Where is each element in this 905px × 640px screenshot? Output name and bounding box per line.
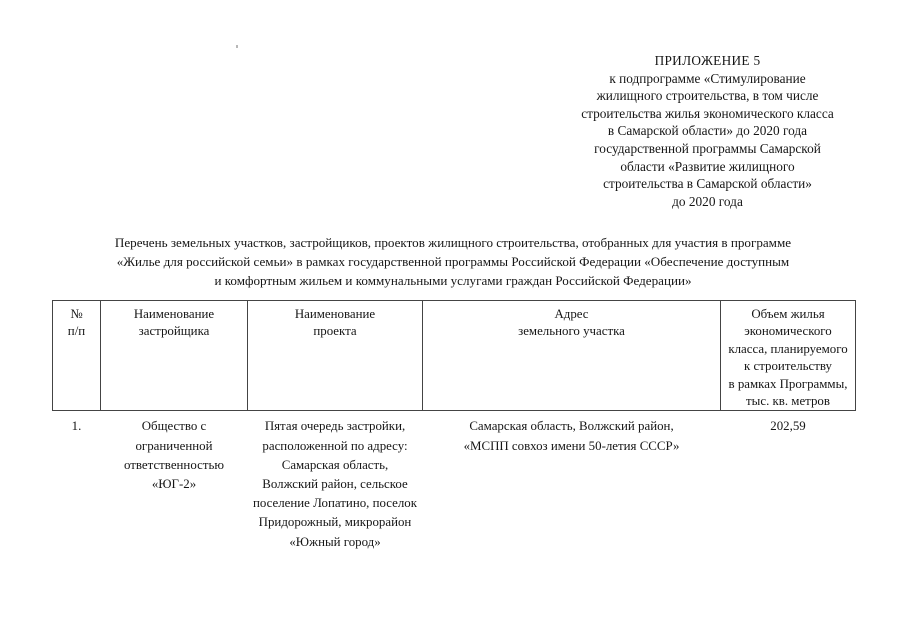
appendix-header-line-6: государственной программы Самарской [594,140,821,156]
intro-line-3: и комфортным жильем и коммунальными услу… [214,273,692,288]
intro-paragraph: Перечень земельных участков, застройщико… [48,233,858,290]
appendix-header: ПРИЛОЖЕНИЕ 5 к подпрограмме «Стимулирова… [545,52,870,210]
intro-line-2: «Жилье для российской семьи» в рамках го… [116,254,790,269]
cell-project: Пятая очередь застройки, расположенной п… [252,419,418,549]
cell-address: Самарская область, Волжский район, «МСПП… [423,411,721,552]
appendix-header-line-5: в Самарской области» до 2020 года [607,123,808,139]
appendix-title: ПРИЛОЖЕНИЕ 5 [654,53,761,68]
scan-speck [236,45,238,48]
cell-address-line-1: Самарская область, Волжский район, [469,419,674,434]
cell-number: 1. [71,419,82,434]
intro-line-1: Перечень земельных участков, застройщико… [114,235,792,250]
appendix-header-line-9: до 2020 года [672,193,743,209]
table-body: 1. Общество с ограниченной ответственнос… [53,411,856,552]
appendix-header-line-7: области «Развитие жилищного [620,158,795,174]
appendix-header-line-4: строительства жилья экономического класс… [581,105,834,121]
cell-volume: 202,59 [770,419,806,434]
appendix-header-line-2: к подпрограмме «Стимулирование [609,70,806,86]
cell-address-line-2: «МСПП совхоз имени 50-летия СССР» [463,438,680,453]
appendix-header-line-8: строительства в Самарской области» [603,176,812,192]
appendix-header-line-3: жилищного строительства, в том числе [596,88,819,104]
cell-developer: Общество с ограниченной ответственностью… [124,419,224,492]
table-row: 1. Общество с ограниченной ответственнос… [53,411,856,552]
